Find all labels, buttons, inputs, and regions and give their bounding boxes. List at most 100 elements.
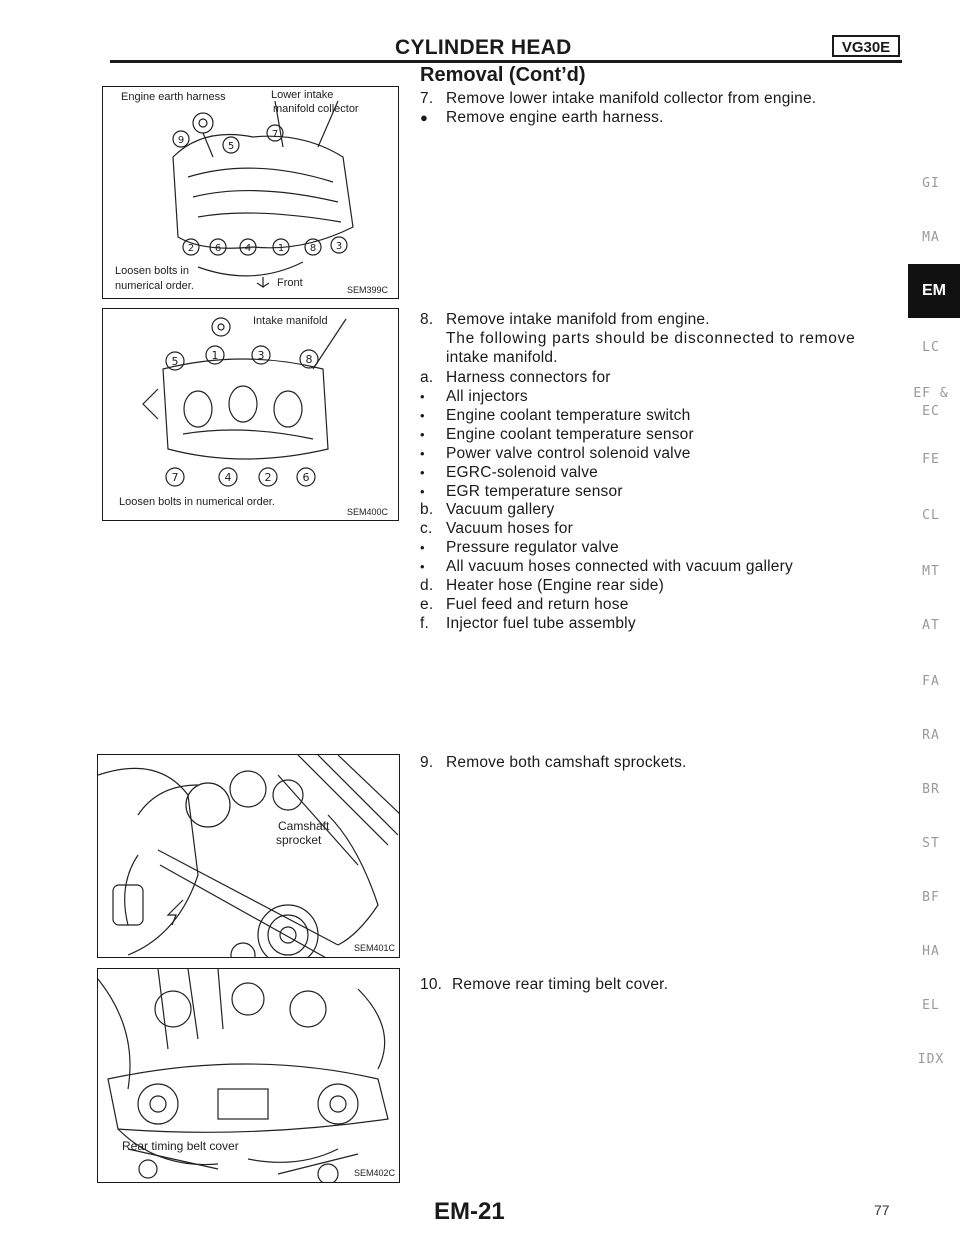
list-item: Engine coolant temperature sensor bbox=[446, 426, 694, 443]
step-9: 9. Remove both camshaft sprockets. bbox=[420, 753, 687, 772]
list-item: Vacuum hoses for bbox=[446, 520, 573, 537]
footer-page-code: EM-21 bbox=[434, 1198, 505, 1225]
side-tab-at[interactable]: AT bbox=[922, 618, 940, 633]
svg-text:3: 3 bbox=[336, 241, 342, 252]
figure-code: SEM399C bbox=[347, 285, 389, 295]
figure-label: Lower intake bbox=[271, 89, 334, 101]
svg-text:1: 1 bbox=[278, 243, 284, 254]
rear-timing-belt-cover-illustration bbox=[98, 969, 389, 1182]
step-text: Remove both camshaft sprockets. bbox=[446, 754, 687, 771]
svg-text:8: 8 bbox=[306, 353, 313, 366]
svg-text:5: 5 bbox=[172, 355, 179, 368]
side-tab-fa[interactable]: FA bbox=[922, 674, 940, 689]
intake-manifold-illustration: 5 1 3 8 7 4 2 6 bbox=[142, 317, 347, 487]
camshaft-sprocket-illustration bbox=[98, 755, 399, 957]
svg-text:2: 2 bbox=[265, 471, 272, 484]
list-item: All vacuum hoses connected with vacuum g… bbox=[446, 558, 793, 575]
side-tab-ef[interactable]: EF & bbox=[913, 386, 949, 401]
figure-label: manifold collector bbox=[273, 103, 359, 115]
svg-text:3: 3 bbox=[258, 349, 265, 362]
figure-label: Rear timing belt cover bbox=[122, 1139, 239, 1153]
side-tab-em-active[interactable]: EM bbox=[908, 264, 960, 318]
svg-text:5: 5 bbox=[228, 141, 234, 152]
list-marker: d. bbox=[420, 577, 434, 594]
side-tab-ha[interactable]: HA bbox=[922, 944, 940, 959]
list-marker: a. bbox=[420, 369, 434, 386]
header-rule bbox=[110, 60, 902, 63]
svg-text:2: 2 bbox=[188, 243, 194, 254]
list-marker: • bbox=[420, 484, 425, 499]
list-item: Injector fuel tube assembly bbox=[446, 615, 636, 632]
list-marker: • bbox=[420, 427, 425, 442]
figure-sem401c: Camshaft sprocket SEM401C bbox=[97, 754, 400, 958]
figure-label: numerical order. bbox=[115, 280, 194, 292]
list-item: EGRC-solenoid valve bbox=[446, 464, 598, 481]
figure-label: Engine earth harness bbox=[121, 91, 226, 103]
side-tab-ec[interactable]: EC bbox=[922, 404, 940, 419]
footer-page-number: 77 bbox=[874, 1202, 890, 1218]
side-tab-mt[interactable]: MT bbox=[922, 564, 940, 579]
side-tab-gi[interactable]: GI bbox=[922, 176, 940, 191]
svg-text:4: 4 bbox=[225, 471, 232, 484]
figure-code: SEM402C bbox=[354, 1168, 396, 1178]
bullet: ● bbox=[420, 110, 429, 125]
svg-text:6: 6 bbox=[215, 243, 221, 254]
list-marker: e. bbox=[420, 596, 434, 613]
side-tab-lc[interactable]: LC bbox=[922, 340, 940, 355]
step-text: Remove rear timing belt cover. bbox=[452, 976, 669, 993]
side-tab-cl[interactable]: CL bbox=[922, 508, 940, 523]
list-item: EGR temperature sensor bbox=[446, 483, 623, 500]
svg-text:9: 9 bbox=[178, 135, 184, 146]
svg-text:7: 7 bbox=[172, 471, 179, 484]
svg-text:4: 4 bbox=[245, 243, 251, 254]
svg-text:6: 6 bbox=[303, 471, 310, 484]
list-marker: • bbox=[420, 446, 425, 461]
figure-sem400c: 5 1 3 8 7 4 2 6 Intake manifold Loosen bolts i… bbox=[102, 308, 399, 521]
list-marker: • bbox=[420, 465, 425, 480]
side-tab-bf[interactable]: BF bbox=[922, 890, 940, 905]
step-text: The following parts should be disconnect… bbox=[446, 330, 856, 347]
side-tab-fe[interactable]: FE bbox=[922, 452, 940, 467]
svg-text:1: 1 bbox=[212, 349, 219, 362]
side-tab-ra[interactable]: RA bbox=[922, 728, 940, 743]
figure-label: Camshaft bbox=[278, 819, 330, 833]
list-marker: b. bbox=[420, 501, 434, 518]
step-number: 8. bbox=[420, 311, 434, 328]
list-marker: • bbox=[420, 559, 425, 574]
step-number: 7. bbox=[420, 90, 434, 107]
figure-sem402c: Rear timing belt cover SEM402C bbox=[97, 968, 400, 1183]
list-item: Engine coolant temperature switch bbox=[446, 407, 691, 424]
list-marker: • bbox=[420, 408, 425, 423]
figure-label: Front bbox=[277, 277, 303, 289]
step-number: 9. bbox=[420, 754, 434, 771]
list-item: Heater hose (Engine rear side) bbox=[446, 577, 664, 594]
figure-label: Intake manifold bbox=[253, 315, 328, 327]
figure-label: Loosen bolts in numerical order. bbox=[119, 496, 275, 508]
side-tab-el[interactable]: EL bbox=[922, 998, 940, 1013]
step-text: Remove lower intake manifold collector f… bbox=[446, 90, 817, 107]
step-text: Remove intake manifold from engine. bbox=[446, 311, 710, 328]
side-tab-st[interactable]: ST bbox=[922, 836, 940, 851]
list-marker: • bbox=[420, 389, 425, 404]
list-item: Power valve control solenoid valve bbox=[446, 445, 691, 462]
side-tab-ma[interactable]: MA bbox=[922, 230, 940, 245]
list-marker: c. bbox=[420, 520, 433, 537]
step-text: intake manifold. bbox=[446, 349, 558, 366]
svg-text:7: 7 bbox=[272, 129, 278, 140]
step-bullet: Remove engine earth harness. bbox=[446, 109, 664, 126]
step-10: 10. Remove rear timing belt cover. bbox=[420, 975, 668, 994]
list-item: Vacuum gallery bbox=[446, 501, 555, 518]
step-number: 10. bbox=[420, 976, 443, 993]
section-title: Removal (Cont’d) bbox=[420, 64, 586, 86]
figure-code: SEM401C bbox=[354, 943, 396, 953]
side-tab-br[interactable]: BR bbox=[922, 782, 940, 797]
list-marker: f. bbox=[420, 615, 430, 632]
list-marker: • bbox=[420, 540, 425, 555]
figure-code: SEM400C bbox=[347, 507, 389, 517]
side-tab-idx[interactable]: IDX bbox=[917, 1052, 945, 1067]
page-title: CYLINDER HEAD bbox=[395, 36, 572, 59]
model-badge: VG30E bbox=[832, 35, 900, 57]
list-item: Harness connectors for bbox=[446, 369, 611, 386]
